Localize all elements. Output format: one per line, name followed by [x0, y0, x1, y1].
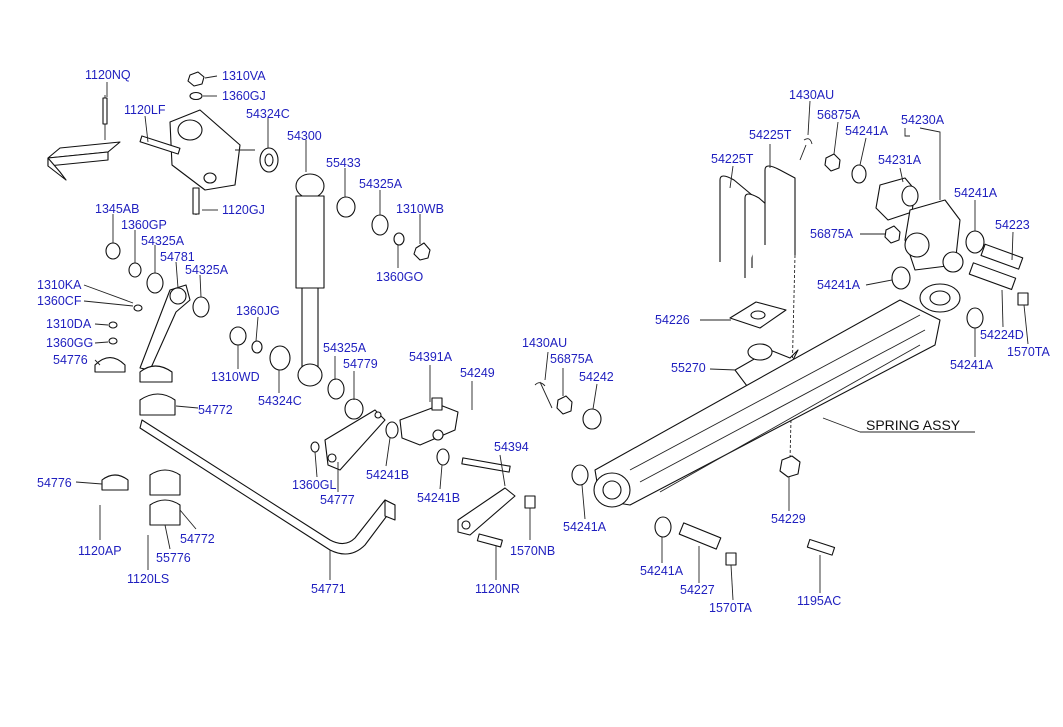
grease-fitting-1570nb — [524, 495, 536, 509]
label-56875a-r[interactable]: 56875A — [810, 227, 854, 241]
label-1360gp[interactable]: 1360GP — [121, 218, 167, 232]
shock-absorber — [295, 173, 325, 387]
label-55776[interactable]: 55776 — [156, 551, 191, 565]
label-54224d[interactable]: 54224D — [980, 328, 1024, 342]
label-1570ta-r[interactable]: 1570TA — [1007, 345, 1050, 359]
label-1120lf[interactable]: 1120LF — [124, 103, 166, 117]
label-1570ta-b[interactable]: 1570TA — [709, 601, 752, 615]
label-1310wd[interactable]: 1310WD — [211, 370, 260, 384]
label-54241b-a[interactable]: 54241B — [366, 468, 410, 482]
label-54325a-d[interactable]: 54325A — [323, 341, 367, 355]
label-54781[interactable]: 54781 — [160, 250, 195, 264]
leader-lines — [75, 75, 1029, 601]
label-1195ac[interactable]: 1195AC — [797, 594, 842, 608]
label-spring-assy[interactable]: SPRING ASSY — [866, 417, 961, 433]
bolt-54224d — [968, 262, 1017, 291]
label-1360go[interactable]: 1360GO — [376, 270, 424, 284]
label-1360gj[interactable]: 1360GJ — [222, 89, 266, 103]
label-1310ka[interactable]: 1310KA — [37, 278, 82, 292]
cotter-pin-1430au — [534, 381, 553, 409]
label-54229[interactable]: 54229 — [771, 512, 806, 526]
label-1360gg[interactable]: 1360GG — [46, 336, 94, 350]
link-54777 — [324, 409, 386, 471]
nut-54229 — [779, 455, 801, 478]
label-56875a-mid[interactable]: 56875A — [550, 352, 594, 366]
clamp-54776 — [101, 474, 129, 491]
label-1120nr[interactable]: 1120NR — [475, 582, 520, 596]
label-1570nb[interactable]: 1570NB — [510, 544, 556, 558]
link-54394 — [457, 457, 516, 536]
label-54776-b[interactable]: 54776 — [37, 476, 72, 490]
grease-fitting-1570ta-r — [1017, 292, 1029, 306]
label-1310va[interactable]: 1310VA — [222, 69, 266, 83]
label-54777[interactable]: 54777 — [320, 493, 355, 507]
bolt-1195ac — [806, 538, 836, 556]
label-54772-a[interactable]: 54772 — [198, 403, 233, 417]
label-1360gl[interactable]: 1360GL — [292, 478, 337, 492]
label-1360cf[interactable]: 1360CF — [37, 294, 82, 308]
label-54300[interactable]: 54300 — [287, 129, 322, 143]
label-1120ap[interactable]: 1120AP — [78, 544, 122, 558]
label-54226[interactable]: 54226 — [655, 313, 690, 327]
label-54241a-r3[interactable]: 54241A — [950, 358, 994, 372]
label-1120ls[interactable]: 1120LS — [127, 572, 170, 586]
label-54241a-b[interactable]: 54241A — [640, 564, 684, 578]
label-54324c-bottom[interactable]: 54324C — [258, 394, 302, 408]
label-55270[interactable]: 55270 — [671, 361, 706, 375]
label-1430au-mid[interactable]: 1430AU — [522, 336, 568, 350]
label-54779[interactable]: 54779 — [343, 357, 378, 371]
label-54391a[interactable]: 54391A — [409, 350, 453, 364]
label-54225t-b[interactable]: 54225T — [711, 152, 754, 166]
shock-mount-bracket — [139, 71, 255, 215]
label-54241b-b[interactable]: 54241B — [417, 491, 461, 505]
label-54230a[interactable]: 54230A — [901, 113, 945, 127]
washer-54242 — [582, 408, 602, 430]
label-54325a-c[interactable]: 54325A — [185, 263, 229, 277]
label-1345ab[interactable]: 1345AB — [95, 202, 140, 216]
label-54231a[interactable]: 54231A — [878, 153, 922, 167]
nut-56875a — [556, 395, 573, 415]
label-54241a-r1[interactable]: 54241A — [954, 186, 998, 200]
bolt-54223 — [980, 243, 1024, 270]
label-55433[interactable]: 55433 — [326, 156, 361, 170]
label-54325a-b[interactable]: 54325A — [359, 177, 403, 191]
label-54325a-a[interactable]: 54325A — [141, 234, 185, 248]
label-54771[interactable]: 54771 — [311, 582, 346, 596]
bolt-1120nr — [476, 533, 503, 548]
label-54324c-top[interactable]: 54324C — [246, 107, 290, 121]
bushing-54772 — [139, 393, 176, 416]
label-54394[interactable]: 54394 — [494, 440, 529, 454]
label-1120gj[interactable]: 1120GJ — [222, 203, 265, 217]
nut-1310wd — [229, 326, 247, 346]
label-1120nq[interactable]: 1120NQ — [85, 68, 131, 82]
u-bolts — [719, 165, 796, 278]
label-54242[interactable]: 54242 — [579, 370, 614, 384]
label-54227[interactable]: 54227 — [680, 583, 715, 597]
label-54223[interactable]: 54223 — [995, 218, 1030, 232]
label-54241a-l[interactable]: 54241A — [563, 520, 607, 534]
bushing-55433 — [336, 196, 356, 218]
leaf-spring — [593, 283, 961, 508]
label-1310wb[interactable]: 1310WB — [396, 202, 444, 216]
nut-1310wb — [413, 242, 431, 261]
label-54225t-a[interactable]: 54225T — [749, 128, 792, 142]
bushing-54324c-bottom — [269, 345, 291, 371]
label-54241a-r2[interactable]: 54241A — [817, 278, 861, 292]
pin-54227 — [678, 522, 722, 550]
label-54776-a[interactable]: 54776 — [53, 353, 88, 367]
bracket-54391a — [399, 397, 459, 446]
grease-fitting-1570ta-b — [725, 552, 737, 566]
label-54241a-top[interactable]: 54241A — [845, 124, 889, 138]
label-1310da[interactable]: 1310DA — [46, 317, 92, 331]
label-54249[interactable]: 54249 — [460, 366, 495, 380]
label-54772-b[interactable]: 54772 — [180, 532, 215, 546]
washer-54325a — [371, 214, 389, 236]
label-56875a-top[interactable]: 56875A — [817, 108, 861, 122]
bracket-plate — [47, 95, 121, 181]
label-1430au-top[interactable]: 1430AU — [789, 88, 835, 102]
shackle-54230a — [875, 177, 964, 273]
label-1360jg[interactable]: 1360JG — [236, 304, 280, 318]
stabilizer-link — [94, 242, 210, 383]
